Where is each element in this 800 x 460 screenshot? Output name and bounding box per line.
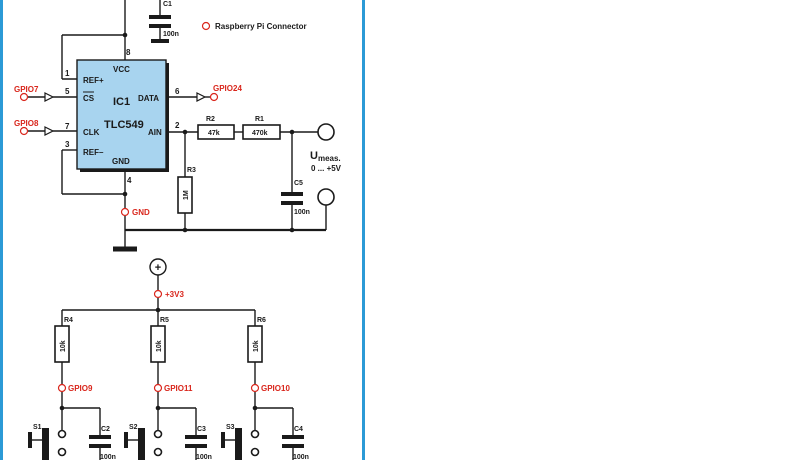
r1-value: 470k	[252, 130, 268, 137]
gpio11-connector	[153, 383, 163, 393]
c5-ref: C5	[294, 180, 303, 187]
gpio8-label: GPIO8	[14, 119, 39, 128]
gpio7-label: GPIO7	[14, 85, 39, 94]
s1-switch-icon	[28, 428, 67, 460]
r4-value: 10k	[60, 340, 67, 352]
gpio24-arrow-icon	[196, 92, 207, 102]
s2-ref: S2	[129, 424, 138, 431]
r1-ref: R1	[255, 116, 264, 123]
ic1-part-number: TLC549	[104, 119, 144, 131]
r2-ref: R2	[206, 116, 215, 123]
ic1-pin-ref-minus: REF–	[83, 148, 104, 157]
umeas-terminal-positive	[317, 123, 335, 141]
ic1-pin-vcc: VCC	[113, 65, 130, 74]
c4-ref: C4	[294, 426, 303, 433]
gpio7-arrow-icon	[44, 92, 55, 102]
ic1-pin-ref-plus: REF+	[83, 76, 104, 85]
ic1-pin-cs: CS	[83, 94, 95, 103]
gpio10-label: GPIO10	[261, 384, 290, 393]
ic1-pin3-number: 3	[65, 140, 70, 149]
umeas-label: Umeas.	[310, 150, 341, 163]
panel-border-right	[362, 0, 365, 460]
ic1-pin6-number: 6	[175, 87, 180, 96]
r4-ref: R4	[64, 317, 73, 324]
ic1-pin-clk: CLK	[83, 128, 100, 137]
gpio8-connector	[19, 126, 29, 136]
r5-ref: R5	[160, 317, 169, 324]
c3-ref: C3	[197, 426, 206, 433]
ic1-pin7-number: 7	[65, 122, 70, 131]
ic1-pin-data: DATA	[138, 94, 159, 103]
r5-value: 10k	[156, 340, 163, 352]
ic1-pin1-number: 1	[65, 69, 70, 78]
c5-value: 100n	[294, 209, 310, 216]
connector-legend-label: Raspberry Pi Connector	[215, 22, 307, 31]
c2-value: 100n	[100, 454, 116, 460]
r6-ref: R6	[257, 317, 266, 324]
ic1-pin5-number: 5	[65, 87, 70, 96]
umeas-range: 0 ... +5V	[311, 164, 342, 173]
r3-ref: R3	[187, 167, 196, 174]
gnd-connector	[120, 207, 130, 217]
ic1-body	[76, 59, 167, 170]
s3-ref: S3	[226, 424, 235, 431]
gpio8-arrow-icon	[44, 126, 55, 136]
s3-switch-icon	[221, 428, 260, 460]
s1-ref: S1	[33, 424, 42, 431]
connector-legend-icon	[201, 21, 211, 31]
gpio24-connector	[209, 92, 219, 102]
ic1-designator: IC1	[113, 96, 130, 108]
ic1-pin4-number: 4	[127, 176, 132, 185]
r2-value: 47k	[208, 130, 220, 137]
ic1-pin2-number: 2	[175, 121, 180, 130]
c1-ref: C1	[163, 1, 172, 8]
c3-value: 100n	[196, 454, 212, 460]
c4-value: 100n	[293, 454, 309, 460]
gpio11-label: GPIO11	[164, 384, 193, 393]
gpio10-connector	[250, 383, 260, 393]
gpio24-label: GPIO24	[213, 84, 242, 93]
panel-border-left	[0, 0, 3, 460]
ic1-pin-gnd: GND	[112, 157, 130, 166]
c2-ref: C2	[101, 426, 110, 433]
v33-connector	[153, 289, 163, 299]
r6-value: 10k	[253, 340, 260, 352]
v33-label: +3V3	[165, 290, 184, 299]
gpio7-connector	[19, 92, 29, 102]
s2-switch-icon	[124, 428, 163, 460]
ic1-pin-ain: AIN	[148, 128, 162, 137]
gnd-label: GND	[132, 208, 150, 217]
c1-value: 100n	[163, 31, 179, 38]
ic1-pin8-number: 8	[126, 48, 131, 57]
gpio9-label: GPIO9	[68, 384, 93, 393]
gpio9-connector	[57, 383, 67, 393]
r3-value: 1M	[183, 190, 190, 200]
umeas-terminal-negative	[317, 188, 335, 206]
supply-plus-sign: +	[155, 262, 161, 274]
